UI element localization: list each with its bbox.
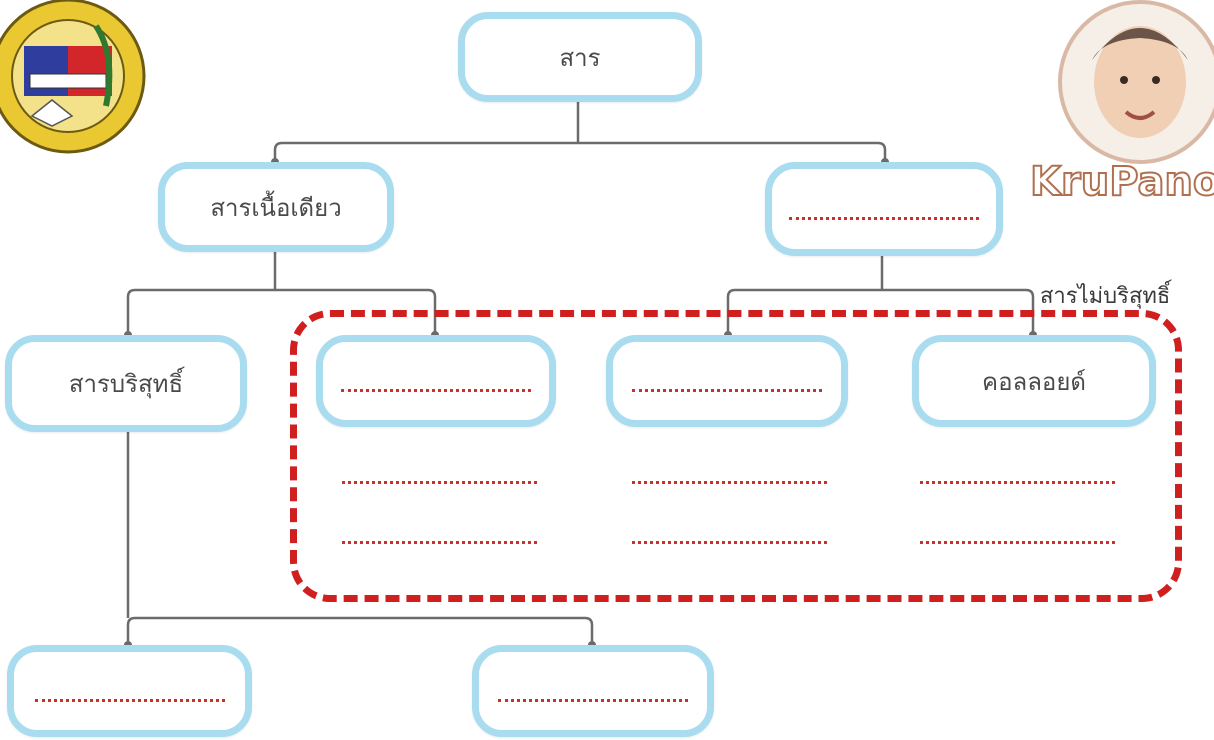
- node-blank-2: [606, 335, 848, 427]
- school-seal-icon: [0, 0, 146, 154]
- node-root: สาร: [458, 12, 702, 102]
- node-root-label: สาร: [559, 43, 601, 72]
- node-heterogeneous-blank: [765, 162, 1003, 256]
- node-blank-1: [316, 335, 556, 427]
- node-pure-label: สารบริสุทธิ์: [68, 370, 184, 398]
- node-colloid: คอลลอยด์: [912, 335, 1156, 427]
- answer-line: [342, 538, 537, 544]
- blank-line: [632, 385, 822, 392]
- svg-text:KruPanom: KruPanom: [1030, 159, 1214, 205]
- blank-line: [34, 695, 225, 702]
- node-homogeneous-label: สารเนื้อเดียว: [210, 193, 342, 222]
- answer-line: [920, 478, 1115, 484]
- node-colloid-label: คอลลอยด์: [982, 367, 1086, 396]
- node-blank-bottom-right: [472, 645, 714, 737]
- answer-line: [632, 478, 827, 484]
- blank-line: [789, 213, 979, 220]
- blank-line: [498, 695, 688, 702]
- node-blank-bottom-left: [7, 645, 252, 737]
- node-homogeneous: สารเนื้อเดียว: [158, 162, 394, 252]
- answer-line: [920, 538, 1115, 544]
- answer-line: [342, 478, 537, 484]
- brand-avatar-icon: KruPanom: [1030, 0, 1214, 206]
- answer-line: [632, 538, 827, 544]
- blank-line: [341, 385, 531, 392]
- impure-group-frame: [290, 310, 1182, 602]
- node-pure: สารบริสุทธิ์: [5, 335, 247, 432]
- impure-group-label: สารไม่บริสุทธิ์: [1040, 284, 1171, 309]
